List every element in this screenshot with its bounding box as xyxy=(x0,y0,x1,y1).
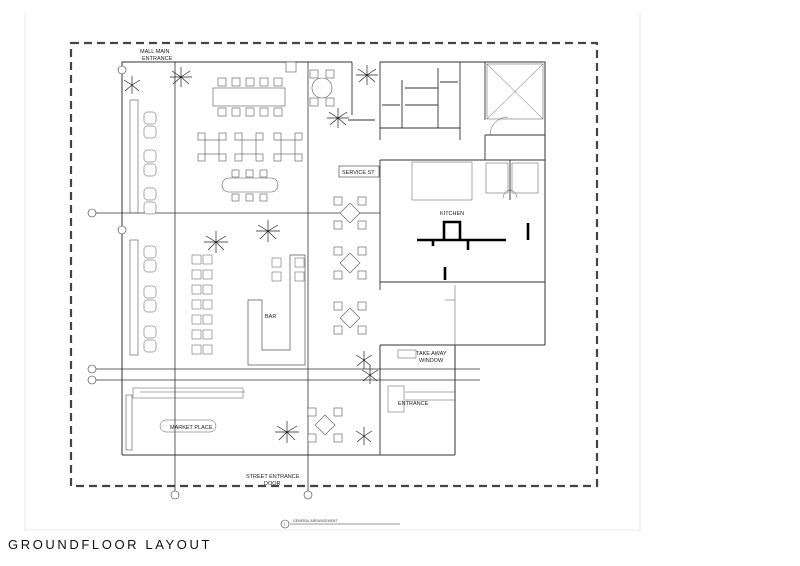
oval-table xyxy=(221,169,279,202)
drawing-reference: 1 GENERAL ARRANGEMENT xyxy=(280,519,400,529)
label-street-entrance-line2: DOOR xyxy=(264,481,281,487)
square-tables xyxy=(197,132,303,162)
label-mall-main-entrance-line2: ENTRANCE xyxy=(142,56,173,62)
grid-lines xyxy=(92,62,480,495)
lift-shafts xyxy=(411,63,544,201)
plants xyxy=(123,65,379,445)
doors xyxy=(489,116,518,199)
label-bar: BAR xyxy=(265,314,276,320)
sheet-border xyxy=(24,14,641,531)
svg-text:1: 1 xyxy=(284,523,286,527)
banquette-chairs xyxy=(143,111,157,353)
label-market-place: MARKET PLACE xyxy=(170,425,213,431)
label-kitchen: KITCHEN xyxy=(440,211,464,217)
label-mall-main-entrance-line1: MALL MAIN xyxy=(140,49,169,55)
bar-counter xyxy=(247,254,306,366)
kitchen-equipment xyxy=(417,220,530,280)
service-station-frame xyxy=(338,165,380,178)
diamond-tables xyxy=(307,196,367,443)
bar-stools xyxy=(191,254,305,355)
label-take-away-line2: WINDOW xyxy=(419,358,444,364)
grid-markers xyxy=(87,65,313,500)
label-take-away-line1: TAKE AWAY xyxy=(416,351,447,357)
interior-partitions xyxy=(348,62,545,290)
building-walls xyxy=(121,61,546,456)
label-service-station: SERVICE ST xyxy=(342,170,375,176)
label-street-entrance-line1: STREET ENTRANCE xyxy=(246,474,300,480)
page-title: GROUNDFLOOR LAYOUT xyxy=(8,537,213,552)
svg-text:GENERAL ARRANGEMENT: GENERAL ARRANGEMENT xyxy=(293,519,338,523)
label-entrance: ENTRANCE xyxy=(398,401,429,407)
banquette-seating xyxy=(125,99,139,451)
site-boundary xyxy=(69,41,599,488)
long-dining-table xyxy=(212,61,297,117)
round-table xyxy=(309,69,335,107)
shopfront-fittings xyxy=(132,285,456,455)
